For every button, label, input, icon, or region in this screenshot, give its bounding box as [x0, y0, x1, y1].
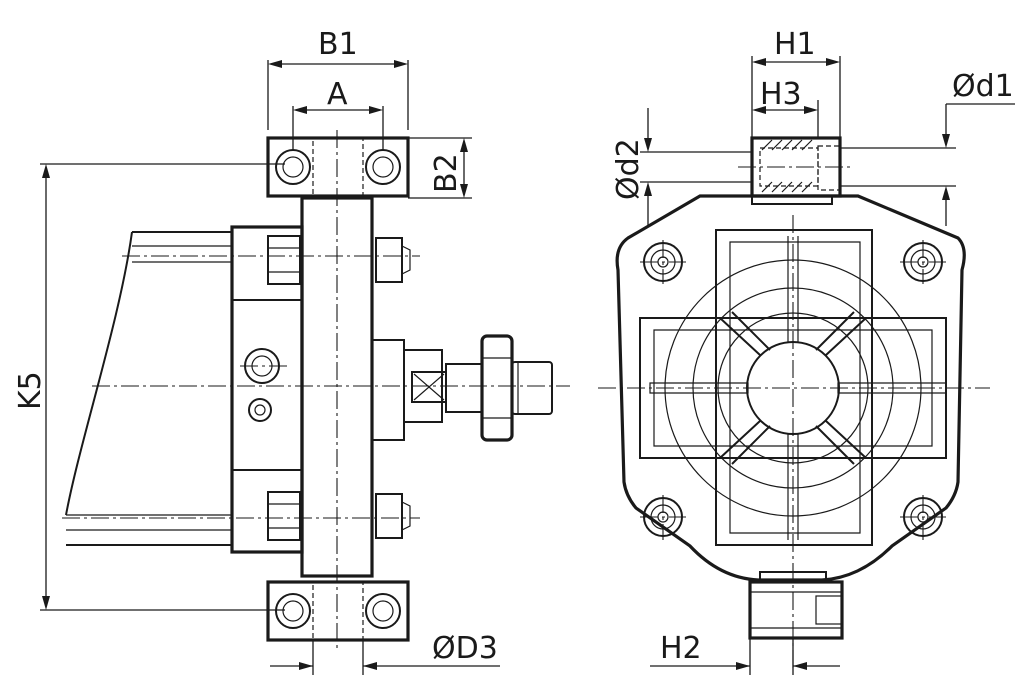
- center-lines-end: [598, 166, 990, 672]
- label-a: A: [327, 77, 348, 112]
- label-b1: B1: [318, 27, 358, 62]
- piston-rod-side: [403, 334, 553, 442]
- label-b2: B2: [429, 153, 464, 193]
- label-h1: H1: [774, 27, 816, 62]
- dimension-h2: H2: [650, 631, 840, 675]
- dimension-b1: B1: [267, 27, 409, 130]
- bottom-pin-block: [748, 580, 844, 640]
- center-lines-side: [62, 130, 570, 650]
- corner-bolts: [640, 240, 946, 540]
- label-d3: ØD3: [432, 631, 498, 666]
- label-h2: H2: [660, 631, 702, 666]
- dimension-a: A: [292, 77, 384, 150]
- dimension-d2: Ød2: [611, 108, 752, 226]
- dimension-h1: H1: [751, 27, 841, 138]
- label-k5: K5: [13, 371, 48, 410]
- dimension-b2: B2: [408, 137, 472, 199]
- end-view: H1 H3 Ød1 Ød2 H2: [598, 27, 1015, 675]
- dimension-k5: K5: [13, 163, 285, 611]
- side-view: B1 A B2 K5 ØD3: [13, 27, 570, 675]
- dimension-h3: H3: [752, 77, 819, 138]
- bottom-trunnion-block: [266, 580, 410, 642]
- cylinder-body-side: [65, 231, 232, 546]
- end-cap-side: [230, 225, 304, 554]
- label-h3: H3: [760, 77, 802, 112]
- label-d2: Ød2: [611, 138, 646, 200]
- label-d1: Ød1: [952, 69, 1014, 104]
- dimension-d3: ØD3: [270, 631, 500, 675]
- trunnion-bar-side: [300, 196, 411, 578]
- dimension-d1: Ød1: [840, 69, 1015, 226]
- top-trunnion-block: [266, 136, 410, 198]
